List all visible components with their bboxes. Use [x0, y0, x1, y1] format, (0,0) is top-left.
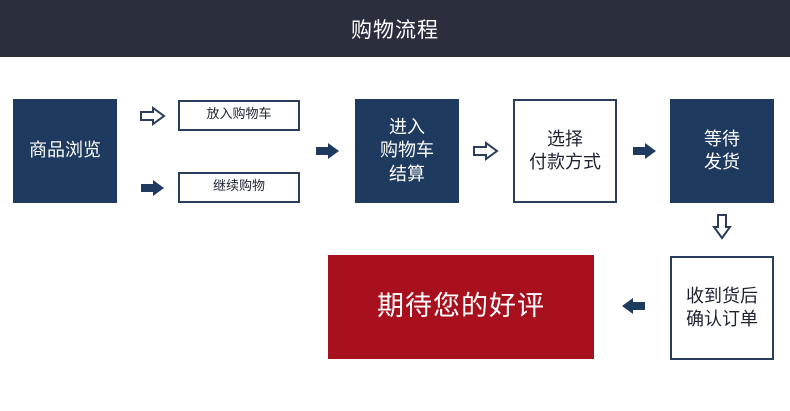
solid-arrow-left-icon — [622, 298, 645, 314]
solid-arrow-right-icon — [141, 180, 164, 196]
step-add-to-cart: 放入购物车 — [178, 100, 300, 131]
step-enter-cart: 进入 购物车 结算 — [355, 99, 459, 203]
step-confirm-order: 收到货后 确认订单 — [670, 256, 774, 360]
step-payment: 选择 付款方式 — [513, 99, 617, 203]
page-header: 购物流程 — [0, 0, 790, 57]
outline-arrow-right-icon — [140, 106, 166, 126]
outline-arrow-down-icon — [712, 214, 732, 240]
solid-arrow-right-icon — [316, 143, 339, 159]
step-wait-shipping: 等待 发货 — [670, 99, 774, 203]
step-browse: 商品浏览 — [13, 99, 117, 203]
page-title: 购物流程 — [351, 17, 439, 42]
step-continue-shopping: 继续购物 — [178, 172, 300, 203]
solid-arrow-right-icon — [633, 143, 656, 159]
step-review: 期待您的好评 — [328, 255, 594, 359]
outline-arrow-right-icon — [473, 141, 499, 161]
